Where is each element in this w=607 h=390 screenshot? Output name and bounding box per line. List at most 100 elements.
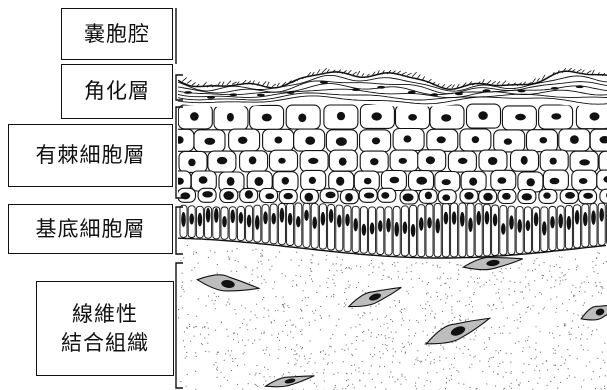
keratin-surface-flake xyxy=(511,82,517,87)
keratin-surface-flake xyxy=(431,81,436,85)
fibroblast xyxy=(263,375,315,388)
keratin-flat-nucleus xyxy=(351,88,360,91)
basal-cell xyxy=(318,203,327,250)
spinous-cell-nucleus xyxy=(226,177,235,186)
spinous-cell-nucleus xyxy=(370,158,379,166)
spinous-cell-nucleus xyxy=(298,113,307,123)
keratin-surface-flake xyxy=(216,81,221,87)
label-basal-layer: 基底細胞層 xyxy=(8,204,173,254)
basal-cell-nucleus xyxy=(246,214,252,228)
keratin-surface-flake xyxy=(491,80,496,85)
spinous-cell-nucleus xyxy=(163,194,171,200)
spinous-cell-nucleus xyxy=(336,176,345,186)
basal-cell xyxy=(335,204,344,252)
basal-cell xyxy=(441,202,450,258)
spinous-cell-nucleus xyxy=(371,137,381,145)
bracket-basal-layer xyxy=(175,206,183,255)
basal-cell-nucleus xyxy=(361,223,367,236)
connective-tissue-stipple xyxy=(178,244,607,390)
spinous-cell-nucleus xyxy=(565,192,575,199)
bracket-spinous-layer xyxy=(175,106,183,199)
keratin-surface-flake xyxy=(396,70,401,75)
keratin-lamella xyxy=(178,88,607,99)
keratin-surface-flake xyxy=(576,68,582,73)
spinous-cell-nucleus xyxy=(589,112,600,121)
basement-membrane xyxy=(178,237,607,259)
basal-cell-nucleus xyxy=(566,215,572,230)
keratin-lamella xyxy=(178,83,607,96)
keratin-flat-nucleus xyxy=(430,93,439,97)
layer-brackets xyxy=(175,8,183,389)
label-connective-tissue: 線維性 結合組織 xyxy=(36,281,174,376)
keratin-surface-flake xyxy=(191,82,196,86)
fibroblast xyxy=(461,256,523,271)
basal-cell-nucleus xyxy=(214,208,219,223)
keratin-surface-flake xyxy=(286,80,292,85)
basal-cell-nucleus xyxy=(525,220,531,232)
keratin-surface-flake xyxy=(471,82,476,86)
basal-cell-nucleus xyxy=(296,216,301,228)
basal-cell xyxy=(589,203,598,247)
label-spinous-layer: 有棘細胞層 xyxy=(8,124,173,187)
keratin-surface-flake xyxy=(196,83,200,87)
basal-cell-nucleus xyxy=(230,209,235,224)
keratin-surface-flake xyxy=(496,81,501,85)
keratin-surface-flake xyxy=(391,70,396,75)
keratin-surface-flake xyxy=(571,69,576,72)
basal-cell-nucleus xyxy=(312,216,318,229)
spinous-cell-nucleus xyxy=(520,155,528,165)
spinous-cell-nucleus xyxy=(338,157,347,166)
keratin-flat-nucleus xyxy=(286,91,295,94)
basal-cell-nucleus xyxy=(238,212,244,224)
spinous-cell-layer-illustration xyxy=(163,103,607,205)
keratin-surface-flake xyxy=(241,79,247,85)
spinous-cell-nucleus xyxy=(436,136,446,144)
keratin-surface-flake xyxy=(376,70,380,76)
basal-cell-nucleus xyxy=(328,209,334,223)
basal-cell-nucleus xyxy=(287,212,293,226)
fibroblast-nucleus xyxy=(221,280,235,288)
spinous-cell-nucleus xyxy=(464,192,474,200)
spinous-cell-nucleus xyxy=(442,194,451,201)
spinous-cell-nucleus xyxy=(248,156,257,165)
basal-cell-nucleus xyxy=(263,211,268,225)
spinous-cell-nucleus xyxy=(503,138,512,145)
spinous-cell-nucleus xyxy=(178,136,184,144)
basal-cell-nucleus xyxy=(443,211,449,225)
keratin-surface-flake xyxy=(301,76,307,80)
keratin-flat-nucleus xyxy=(455,92,463,96)
spinous-cell-nucleus xyxy=(305,136,316,145)
keratin-flat-nucleus xyxy=(575,85,584,89)
basal-cell-nucleus xyxy=(460,211,465,227)
keratin-surface-flake xyxy=(421,76,426,81)
spinous-cell-nucleus xyxy=(578,178,588,184)
fibroblast-nucleus xyxy=(486,259,500,267)
basal-cell-nucleus xyxy=(435,218,441,234)
keratin-flat-nucleus xyxy=(256,93,265,97)
basal-cell xyxy=(548,206,557,252)
spinous-cell-nucleus xyxy=(265,193,275,200)
spinous-cell-nucleus xyxy=(238,136,248,144)
keratin-surface-flake xyxy=(261,81,267,87)
keratin-surface-flake xyxy=(441,84,446,88)
spinous-cell-nucleus xyxy=(408,114,417,121)
spinous-cell-nucleus xyxy=(603,176,607,183)
keratin-surface-flake xyxy=(566,67,572,73)
spinous-cell-nucleus xyxy=(583,192,593,199)
keratin-surface-flake xyxy=(186,79,192,84)
keratin-surface-flake xyxy=(586,70,592,74)
basal-cell-nucleus xyxy=(492,213,498,227)
spinous-cell-nucleus xyxy=(190,112,199,121)
spinous-cell-nucleus xyxy=(345,193,353,202)
keratin-surface-flake xyxy=(246,80,252,85)
basal-cell xyxy=(450,202,459,258)
basal-cell-nucleus xyxy=(501,223,506,235)
basal-cell-nucleus xyxy=(197,212,203,227)
spinous-cell xyxy=(178,193,179,199)
basal-cell-nucleus xyxy=(304,209,309,221)
keratin-flat-nucleus xyxy=(229,93,238,97)
keratin-surface-flake xyxy=(321,67,327,74)
keratin-surface-flake xyxy=(336,69,342,74)
fibroblast xyxy=(580,304,607,321)
